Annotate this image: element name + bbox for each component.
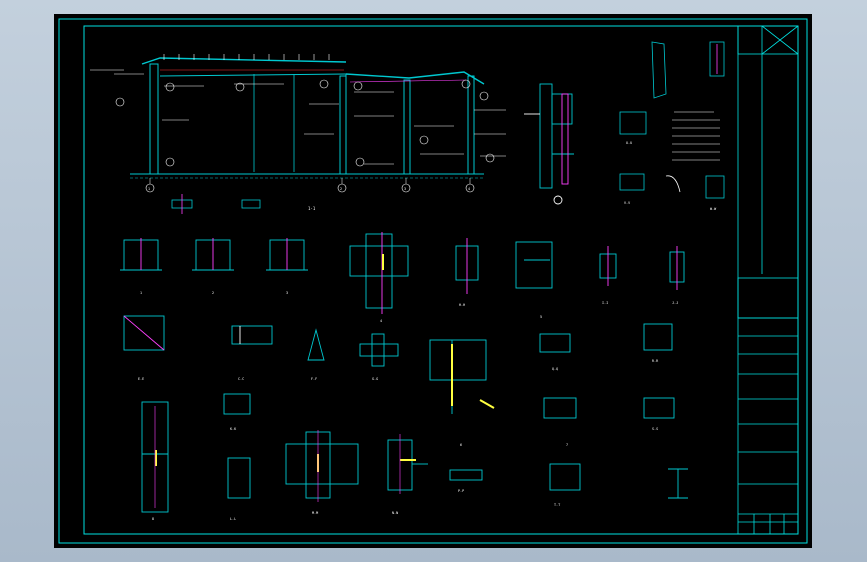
caption-e-e: E-E: [138, 377, 144, 381]
caption-h-h: H-H: [459, 303, 465, 307]
caption-detail-4: 4: [380, 319, 382, 323]
column-2: [339, 75, 347, 175]
detail-row-4-highlights: [154, 406, 416, 508]
drawing-sheet: 1-1: [54, 14, 812, 548]
column-4: [467, 75, 475, 175]
caption-i-i: I-I: [602, 301, 608, 305]
caption-n-n: N-N: [392, 511, 398, 515]
axis-label-3: 3: [404, 187, 406, 191]
caption-detail-6: 6: [460, 443, 462, 447]
caption-j-j: J-J: [672, 301, 678, 305]
detail-row-4: [141, 393, 688, 513]
small-details-row: [171, 194, 261, 214]
notes-list: [672, 111, 720, 161]
detail-row-3: [123, 315, 673, 414]
caption-u-u: U-U: [626, 141, 632, 145]
caption-detail-3: 3: [286, 291, 288, 295]
caption-g-g: G-G: [372, 377, 378, 381]
caption-detail-2: 2: [212, 291, 214, 295]
detail-row-2: [120, 232, 685, 314]
caption-c-c: C-C: [238, 377, 244, 381]
detail-row-3-highlights: [451, 344, 495, 409]
axis-label-2: 2: [340, 187, 342, 191]
caption-s-s: S-S: [652, 427, 658, 431]
column-1: [149, 63, 159, 175]
title-block: [737, 25, 799, 534]
caption-detail-1: 1: [140, 291, 142, 295]
inner-frame: [83, 25, 799, 535]
axis-label-1: 1: [148, 187, 150, 191]
elevation-caption: 1-1: [308, 206, 316, 211]
drawing-canvas: 1-1: [58, 18, 808, 544]
caption-detail-5: 5: [540, 315, 542, 319]
caption-detail-7: 7: [566, 443, 568, 447]
caption-detail-8: 8: [152, 517, 154, 521]
caption-t-t: T-T: [554, 503, 560, 507]
gusset-detail: [619, 41, 725, 199]
caption-q-q: Q-Q: [552, 367, 558, 371]
column-detail-upper: [524, 83, 574, 205]
caption-f-f: F-F: [311, 377, 317, 381]
caption-m-m: M-M: [312, 511, 318, 515]
caption-r-r: R-R: [652, 359, 659, 363]
outer-frame: [58, 18, 808, 544]
caption-w-w: W-W: [710, 207, 717, 211]
caption-k-k: K-K: [230, 427, 237, 431]
column-3: [403, 79, 411, 175]
frame-elevation: 1-1: [90, 54, 506, 211]
roof-beam-left: [141, 57, 347, 65]
caption-l-l: L-L: [230, 517, 236, 521]
axis-label-4: 4: [468, 187, 470, 191]
caption-v-v: V-V: [624, 201, 630, 205]
roof-beam-right: [345, 71, 485, 85]
caption-p-p: P-P: [458, 489, 464, 493]
